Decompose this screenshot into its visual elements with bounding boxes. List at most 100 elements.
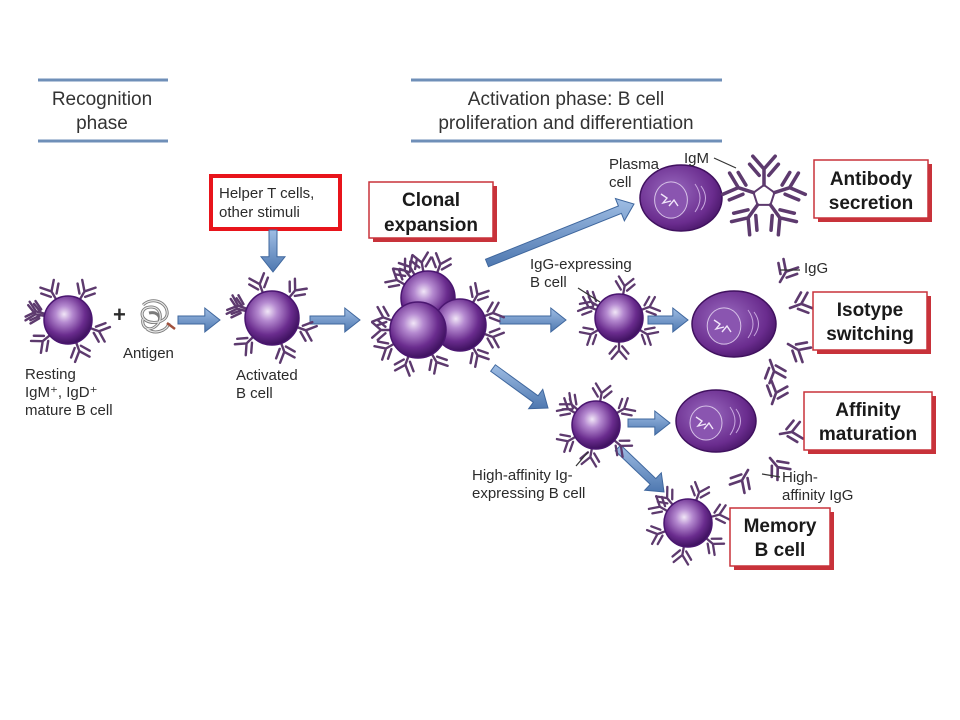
surface-antibody-icon [481,301,506,323]
surface-antibody-icon [371,305,395,327]
surface-antibody-icon [24,302,48,325]
surface-antibody-icon [428,351,449,375]
igm-pentamer-icon [720,154,808,237]
high-affinity-igg-line-2: affinity IgG [782,487,853,504]
surface-antibody-icon [555,397,579,417]
arrow-high-affinity-to-memory [614,444,665,493]
arrow-helper-to-activated [259,229,287,273]
igg-icon [788,291,815,315]
surface-antibody-icon [286,277,308,301]
activated-cell-label: Activated B cell [236,367,298,402]
surface-antibody-icon [708,503,731,525]
high-affinity-igg-line-1: High- [782,469,818,486]
igg-label: IgG [804,260,828,277]
isotype-line-1: Isotype [837,300,904,321]
high-affinity-igg-icon [778,419,805,444]
surface-antibody-icon [481,327,506,349]
surface-antibody-icon [690,480,711,504]
activated-line-2: B cell [236,385,273,402]
igg-cell-line-1: IgG-expressing [530,256,632,273]
high-affinity-cell-line-2: expressing B cell [472,485,585,502]
high-affinity-b-cell [555,382,637,468]
affinity-line-1: Affinity [835,400,901,421]
isotype-line-2: switching [826,324,914,345]
igg-cell-line-2: B cell [530,274,567,291]
highlight-box [209,174,342,231]
resting-cell-label: Resting IgM⁺, IgD⁺ mature B cell [25,366,113,419]
plasma-cell-2 [691,290,777,358]
igg-cell-pointer [577,287,601,303]
resting-line-1: Resting [25,366,76,383]
plasma-cell-3 [675,389,757,453]
antibody-line-1: Antibody [830,169,913,190]
recognition-phase-header: Recognition phase [38,78,168,143]
igg-icon [763,358,787,385]
clonal-line-1: Clonal [402,190,460,211]
resting-line-3: mature B cell [25,402,113,419]
surface-antibody-icon [703,535,726,557]
surface-antibody-icon [87,321,112,343]
surface-antibody-icon [294,320,318,342]
surface-antibody-icon [647,495,671,515]
helper-t-cells-label: Helper T cells, other stimuli [209,174,342,231]
activated-b-cell [225,272,318,364]
plasma-cells [639,164,777,453]
surface-antibody-icon [248,272,270,296]
arrow-clonal-to-high-affinity [489,364,549,410]
surface-antibody-icon [373,340,397,361]
arrow-activated-to-clonal [309,306,361,334]
surface-antibody-icon [611,437,634,459]
arrow-igg-to-plasma [647,306,689,334]
memory-b-cell [645,480,731,566]
igg-icon [777,257,800,284]
plasma-cell-1 [639,164,723,232]
surface-antibody-icon [591,382,613,405]
surface-antibody-icon [671,543,693,566]
plus-sign: + [113,302,126,327]
clonal-line-2: expansion [384,215,478,236]
surface-antibody-icon [469,344,490,368]
clonal-expansion-box: Clonal expansion [368,181,497,242]
activation-phase-header: Activation phase: B cell proliferation a… [411,78,722,143]
igm-arm-icon [772,170,808,202]
antibody-line-2: secretion [829,193,913,214]
surface-antibody-icon [384,267,408,289]
antigen-icon [140,299,176,334]
antigen-label: Antigen [123,345,174,362]
free-antibodies [720,154,815,495]
plasma-line-2: cell [609,174,632,191]
igm-arm-icon [729,203,760,237]
activation-phase-line-1: Activation phase: B cell [468,89,664,110]
high-affinity-cell-label: High-affinity Ig- expressing B cell [472,467,585,502]
arrow-antigen-to-activated [177,306,221,334]
surface-antibody-icon [614,275,636,298]
affinity-line-2: maturation [819,424,917,445]
surface-antibody-icon [274,340,296,364]
arrow-high-affinity-to-plasma [627,409,671,437]
activation-phase-line-2: proliferation and differentiation [438,113,693,134]
surface-antibody-icon [430,252,452,276]
helper-line-1: Helper T cells, [219,185,314,202]
surface-antibody-icon [613,397,637,417]
high-affinity-cell-line-1: High-affinity Ig- [472,467,573,484]
surface-antibody-icon [636,326,660,346]
igm-arm-icon [747,154,781,187]
surface-antibody-icon [225,297,250,319]
high-affinity-igg-icon [728,468,751,495]
clonal-cell-3 [370,301,449,377]
arrows [177,197,689,493]
igg-cell-label: IgG-expressing B cell [530,256,632,291]
surface-antibody-icon [576,295,600,316]
clonal-cell-2 [433,282,506,368]
memory-b-cell-box: Memory B cell [729,507,834,570]
recognition-phase-line-1: Recognition [52,89,152,110]
arrow-clonal-to-igg [499,306,567,334]
high-affinity-igg-label: High- affinity IgG [782,469,853,504]
surface-antibody-icon [393,353,415,377]
igg-expressing-b-cell [576,275,662,361]
surface-antibody-icon [397,254,419,278]
isotype-switching-box: Isotype switching [812,291,931,354]
surface-antibody-icon [579,445,601,468]
surface-antibody-icon [608,338,630,361]
